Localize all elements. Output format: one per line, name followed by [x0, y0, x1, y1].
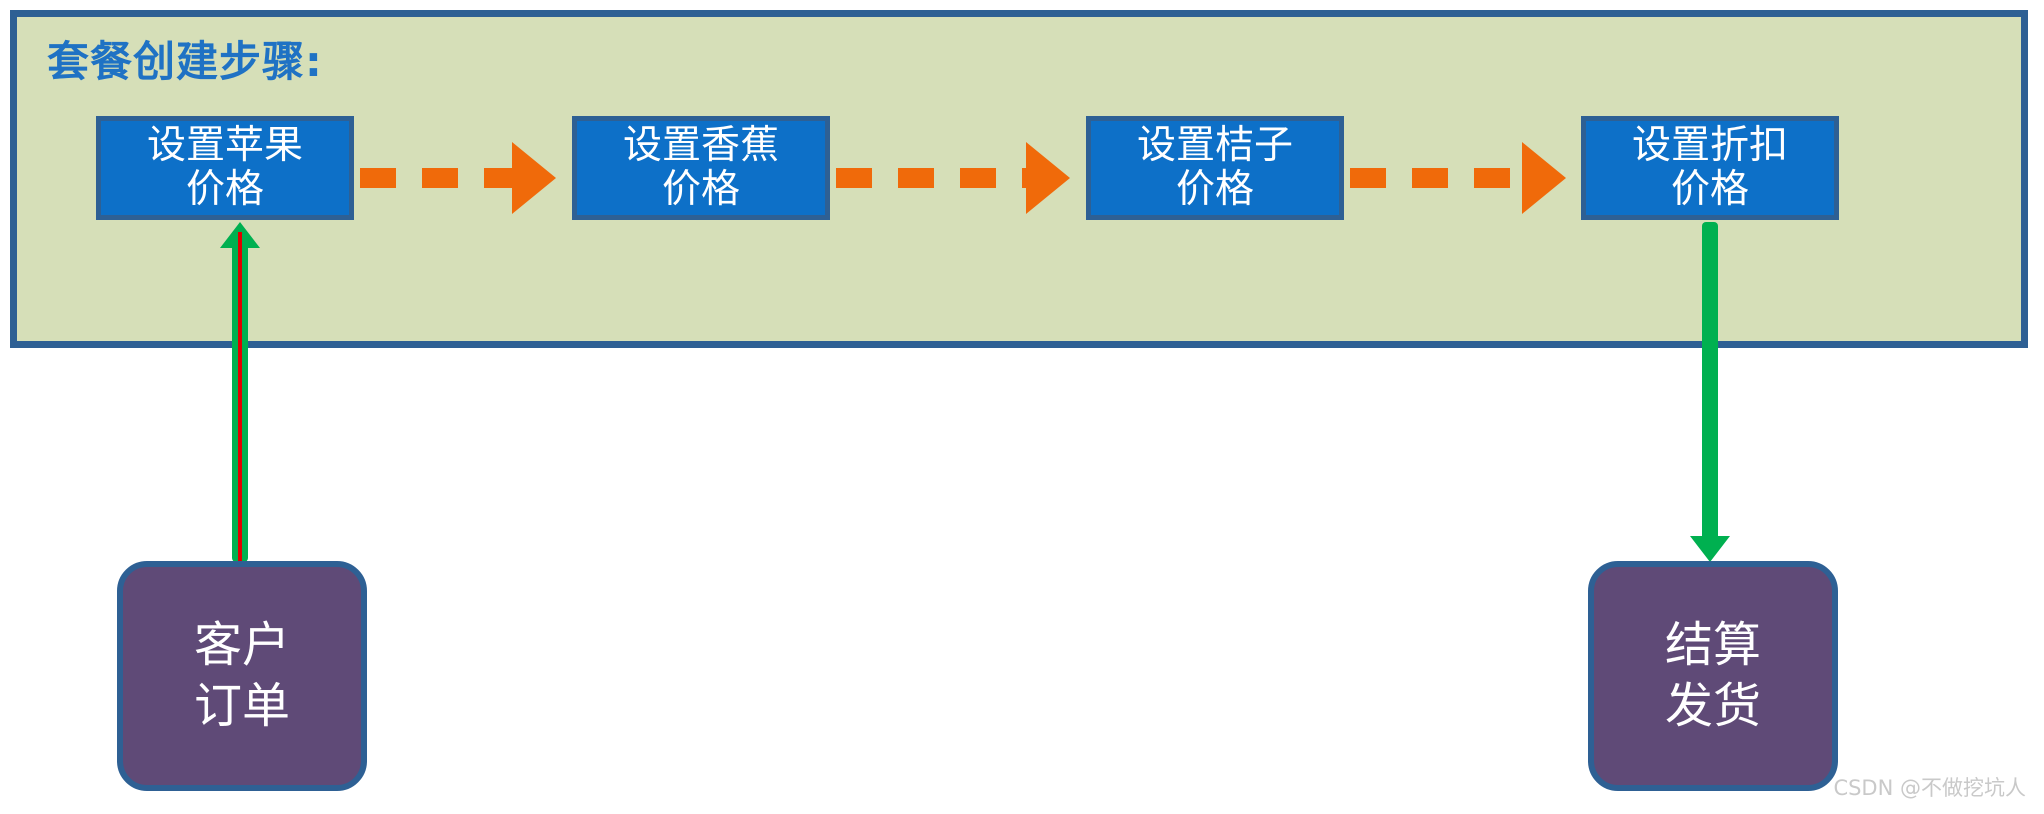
step-box-apple-price[interactable]: 设置苹果 价格: [96, 116, 354, 220]
endpoint-settlement-shipping[interactable]: 结算 发货: [1588, 561, 1838, 791]
endpoint-label-line2: 发货: [1664, 678, 1761, 734]
step-label-line2: 价格: [1175, 167, 1254, 212]
step-label-line2: 价格: [185, 167, 264, 212]
step-label-line1: 设置苹果: [146, 122, 303, 168]
down-arrow-icon-discount-to-settlement: [1690, 222, 1730, 562]
watermark: CSDN @不做挖坑人: [1833, 776, 2026, 800]
dashed-arrow-icon-banana-to-orange: [836, 142, 1086, 214]
up-arrow-icon-order-to-apple-price: [220, 222, 260, 562]
step-label-line1: 设置香蕉: [622, 122, 779, 168]
step-box-orange-price[interactable]: 设置桔子 价格: [1086, 116, 1344, 220]
red-highlight-line: [238, 232, 242, 562]
dashed-arrow-icon-orange-to-discount: [1350, 142, 1581, 214]
arrowhead-icon: [1522, 142, 1566, 214]
step-box-banana-price[interactable]: 设置香蕉 价格: [572, 116, 830, 220]
dashed-line: [1350, 168, 1530, 188]
dashed-line: [836, 168, 1034, 188]
dashed-line: [360, 168, 520, 188]
step-label-line2: 价格: [661, 167, 740, 212]
endpoint-label-line1: 结算: [1664, 616, 1761, 673]
page-title: 套餐创建步骤:: [47, 37, 323, 86]
dashed-arrow-icon-apple-to-banana: [360, 142, 572, 214]
endpoint-label-line2: 订单: [193, 678, 290, 734]
arrowhead-icon: [512, 142, 556, 214]
endpoint-customer-order[interactable]: 客户 订单: [117, 561, 367, 791]
step-label-line1: 设置桔子: [1136, 122, 1293, 168]
step-box-discount-price[interactable]: 设置折扣 价格: [1581, 116, 1839, 220]
arrowhead-icon: [1690, 536, 1730, 562]
arrowhead-icon: [1026, 142, 1070, 214]
arrow-shaft: [1702, 222, 1718, 536]
endpoint-label-line1: 客户: [193, 616, 290, 673]
step-label-line1: 设置折扣: [1631, 122, 1788, 168]
step-label-line2: 价格: [1670, 167, 1749, 212]
